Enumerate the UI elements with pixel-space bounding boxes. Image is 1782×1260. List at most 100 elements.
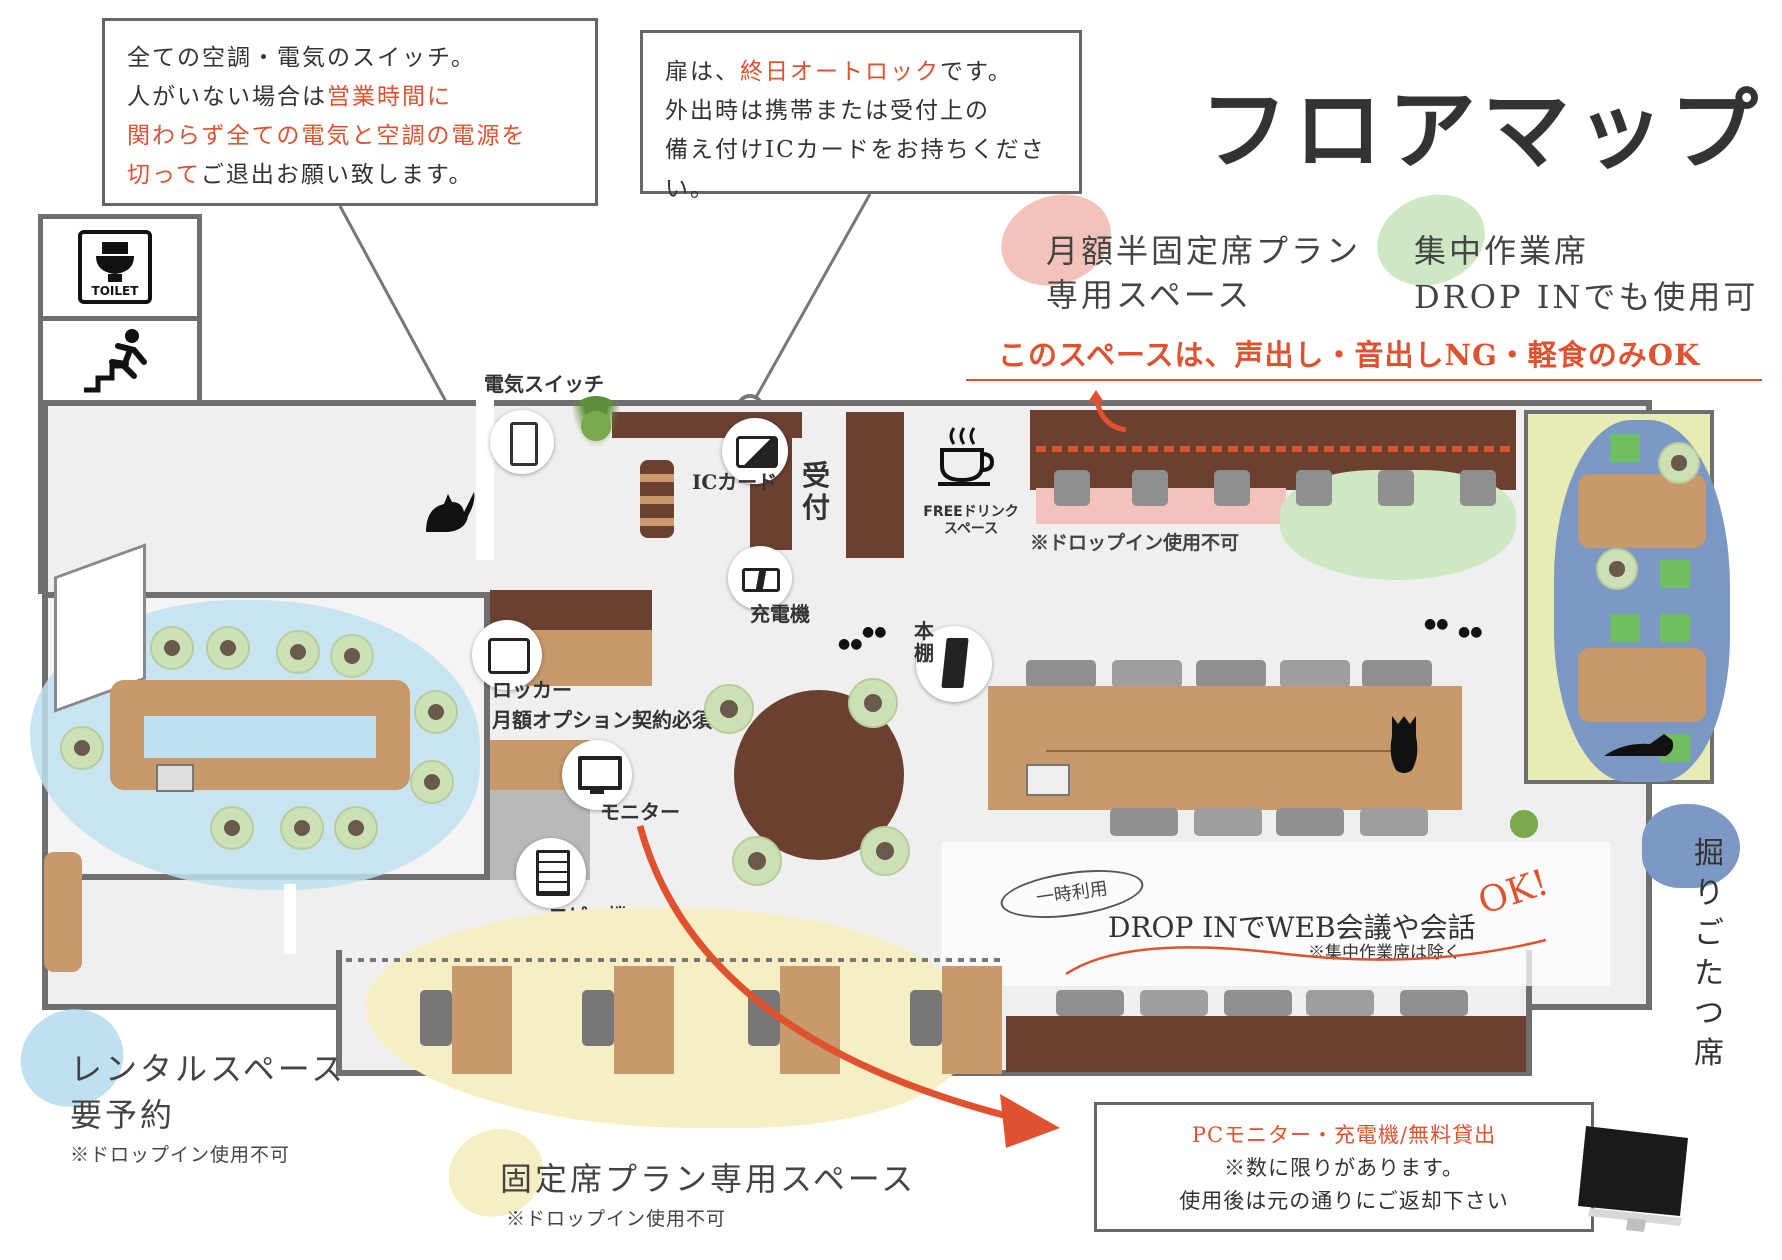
long-table-chair bbox=[1112, 660, 1182, 688]
monitor-stand bbox=[590, 788, 604, 794]
kotatsu-table bbox=[1578, 474, 1706, 548]
booth-divider-line bbox=[1036, 446, 1510, 452]
long-table-divider bbox=[1046, 750, 1416, 752]
locker-label: ロッカー bbox=[492, 678, 572, 702]
semi-fixed-legend-line1: 月額半固定席プラン bbox=[1046, 232, 1362, 270]
rental-legend-line2: 要予約 bbox=[70, 1096, 176, 1134]
bookshelf[interactable] bbox=[916, 626, 992, 702]
lending-line2: ※数に限りがあります。 bbox=[1224, 1156, 1464, 1180]
plant-icon bbox=[566, 396, 626, 456]
person bbox=[150, 626, 194, 670]
fixed-desk bbox=[942, 966, 1002, 1074]
switch-callout-line1: 全ての空調・電気のスイッチ。 bbox=[127, 45, 476, 71]
fixed-chair bbox=[910, 990, 942, 1046]
light-switch-button[interactable] bbox=[490, 410, 554, 474]
coffee-cup-icon bbox=[938, 427, 995, 486]
kotatsu-label: 掘りごたつ席 bbox=[1694, 836, 1724, 1071]
booth-chair bbox=[1296, 470, 1332, 506]
fixed-chair bbox=[420, 990, 452, 1046]
quiet-rule-text: このスペースは、声出し・音出しNG・軽食のみOK bbox=[998, 338, 1701, 372]
locker-note: 月額オプション契約必須 bbox=[492, 708, 712, 732]
bench-chair bbox=[1140, 990, 1208, 1016]
rental-table-inner bbox=[144, 716, 376, 758]
laptop-icon bbox=[1026, 764, 1070, 796]
ic-card-icon bbox=[736, 436, 778, 468]
fixed-legend-note: ※ドロップイン使用不可 bbox=[506, 1208, 727, 1230]
person bbox=[704, 684, 754, 734]
kotatsu-cushion bbox=[1610, 434, 1640, 462]
long-table-chair bbox=[1110, 808, 1178, 836]
switch-callout-line2: 人がいない場合は営業時間に bbox=[127, 84, 452, 110]
charger-station[interactable] bbox=[728, 546, 792, 610]
long-table-chair bbox=[1026, 660, 1096, 688]
light-switch-icon bbox=[510, 422, 538, 466]
semi-fixed-legend-line2: 専用スペース bbox=[1046, 276, 1253, 314]
document-icon bbox=[536, 850, 570, 896]
booth-chair bbox=[1378, 470, 1414, 506]
kotatsu-cushion bbox=[1660, 614, 1690, 642]
kotatsu-cushion bbox=[1660, 560, 1690, 588]
free-drink-label: FREEドリンク スペース bbox=[923, 504, 1019, 537]
person bbox=[334, 806, 378, 850]
focus-legend-line2: DROP INでも使用可 bbox=[1414, 278, 1759, 316]
person bbox=[210, 806, 254, 850]
monitor[interactable] bbox=[562, 740, 632, 810]
lending-line3: 使用後は元の通りにご返却下さい bbox=[1179, 1189, 1509, 1213]
kotatsu-legend-blob bbox=[1642, 804, 1740, 888]
locker[interactable] bbox=[472, 620, 542, 690]
switch-callout: 全ての空調・電気のスイッチ。 人がいない場合は営業時間に 関わらず全ての電気と空… bbox=[102, 18, 598, 206]
kotatsu-cushion bbox=[1610, 614, 1640, 642]
interior-wall bbox=[476, 400, 494, 560]
slippers bbox=[640, 460, 674, 538]
switch-label: 電気スイッチ bbox=[484, 372, 604, 396]
ic-card-reader[interactable] bbox=[722, 418, 788, 484]
side-bench bbox=[44, 852, 82, 972]
rental-legend-note: ※ドロップイン使用不可 bbox=[70, 1144, 291, 1166]
door-callout-line3: 備え付けICカードをお持ちください。 bbox=[665, 137, 1046, 202]
cat-icon bbox=[1604, 734, 1674, 756]
dropin-swoosh bbox=[1065, 938, 1547, 976]
person bbox=[60, 726, 104, 770]
fixed-legend-line1: 固定席プラン専用スペース bbox=[500, 1160, 917, 1198]
fixed-desk bbox=[452, 966, 512, 1074]
bench-chair bbox=[1224, 990, 1292, 1016]
door-callout-line1: 扉は、終日オートロックです。 bbox=[665, 59, 1013, 85]
door-callout-line2: 外出時は携帯または受付上の bbox=[665, 98, 990, 124]
page-title: フロアマップ bbox=[1200, 78, 1765, 182]
fixed-chair bbox=[582, 990, 614, 1046]
paw-print-icon: ●● bbox=[1424, 616, 1449, 632]
long-table-chair bbox=[1360, 808, 1428, 836]
fixed-desk bbox=[614, 966, 674, 1074]
drink-counter bbox=[846, 412, 904, 558]
red-arrow bbox=[636, 825, 1060, 1148]
focus-legend-line1: 集中作業席 bbox=[1414, 232, 1590, 270]
interior-wall bbox=[284, 884, 296, 954]
toilet-label: TOILET bbox=[91, 284, 139, 298]
bench-chair bbox=[1400, 990, 1468, 1016]
person bbox=[1658, 442, 1700, 484]
dropin-overlay bbox=[942, 842, 1610, 986]
long-table-chair bbox=[1362, 660, 1432, 688]
laptop-icon bbox=[156, 764, 194, 792]
quiet-rule-underline bbox=[966, 379, 1762, 381]
paw-print-icon: ●● bbox=[838, 636, 863, 652]
facility-divider-1 bbox=[38, 316, 202, 321]
emergency-stairs-icon bbox=[84, 329, 147, 393]
copier[interactable] bbox=[516, 838, 586, 908]
person bbox=[414, 690, 458, 734]
booth-chair bbox=[1214, 470, 1250, 506]
cat-icon bbox=[1390, 716, 1418, 773]
person bbox=[330, 634, 374, 678]
person bbox=[848, 678, 898, 728]
paw-print-icon: ●● bbox=[862, 624, 887, 640]
long-table-chair bbox=[1194, 808, 1262, 836]
up-arrow-icon bbox=[1088, 390, 1127, 433]
long-table-chair bbox=[1280, 660, 1350, 688]
person bbox=[410, 760, 454, 804]
person bbox=[732, 836, 782, 886]
booth-chair bbox=[1054, 470, 1090, 506]
lending-callout: PCモニター・充電機/無料貸出 ※数に限りがあります。 使用後は元の通りにご返却… bbox=[1094, 1102, 1594, 1232]
person bbox=[1596, 548, 1638, 590]
fixed-desk bbox=[780, 966, 840, 1074]
cat-icon bbox=[426, 492, 475, 532]
